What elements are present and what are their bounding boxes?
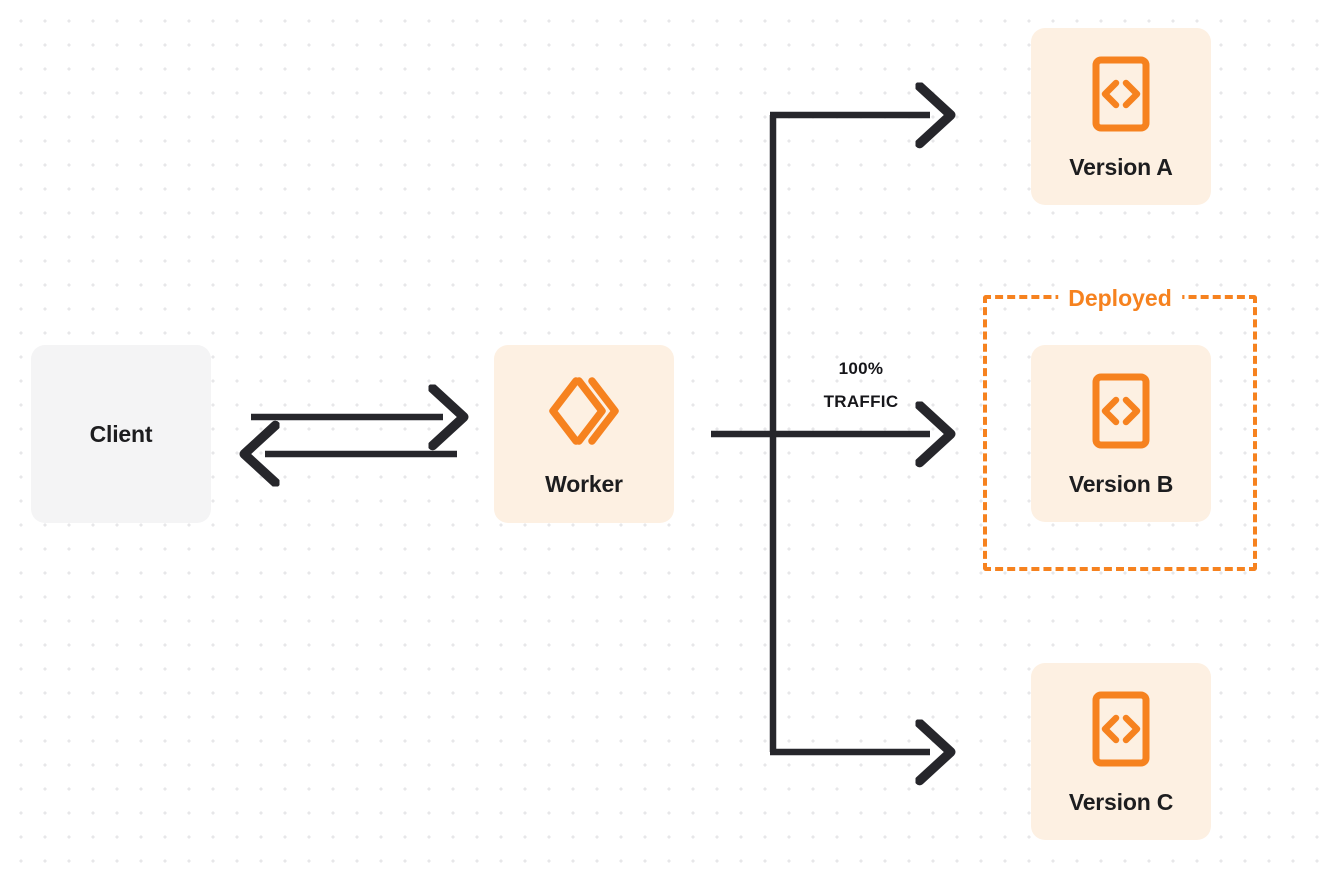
node-version-a-label: Version A (1069, 153, 1173, 180)
node-worker-label: Worker (545, 471, 623, 497)
node-client[interactable]: Client (31, 345, 211, 523)
code-brackets-document-icon (1091, 372, 1151, 455)
node-client-label: Client (89, 420, 153, 447)
deployed-group-label: Deployed (1058, 283, 1182, 313)
traffic-percentage-label: 100% TRAFFIC (791, 352, 931, 418)
node-version-c-label: Version C (1068, 788, 1174, 815)
node-version-c[interactable]: Version C (1031, 663, 1211, 840)
node-version-b-label: Version B (1068, 470, 1174, 497)
node-version-a[interactable]: Version A (1031, 28, 1211, 205)
deployed-group: Deployed (983, 283, 1257, 571)
node-worker[interactable]: Worker (494, 345, 674, 523)
node-version-b[interactable]: Version B (1031, 345, 1211, 522)
cloudflare-workers-logo-icon (545, 372, 623, 455)
traffic-percent-value: 100% (838, 359, 884, 378)
edge-worker-branch-trunk (711, 115, 930, 752)
code-brackets-document-icon (1091, 55, 1151, 138)
traffic-word-label: TRAFFIC (823, 392, 899, 412)
code-brackets-document-icon (1091, 690, 1151, 773)
